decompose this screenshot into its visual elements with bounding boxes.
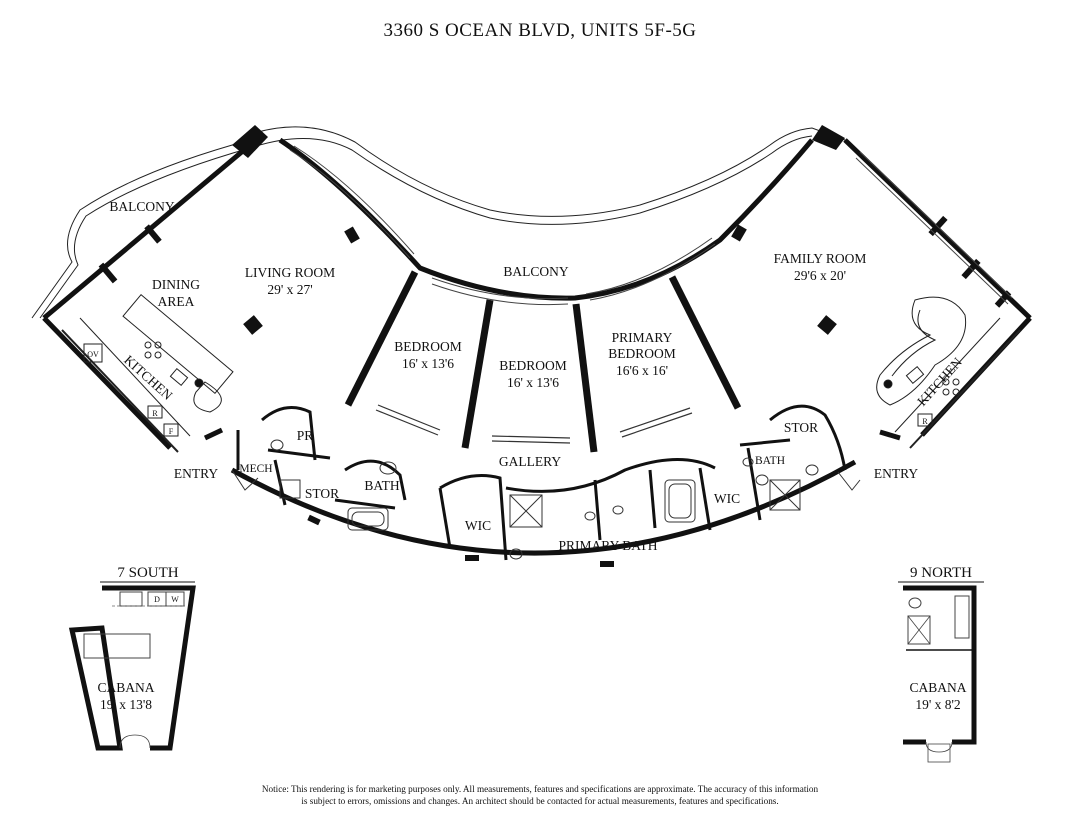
family-room-dim: 29'6 x 20' <box>794 268 846 283</box>
cabana-north-name: CABANA <box>909 680 966 695</box>
service-walls <box>236 404 847 561</box>
wic-left-label: WIC <box>465 518 491 533</box>
bedroom1-dim: 16' x 13'6 <box>402 356 454 371</box>
bedroom2-dim: 16' x 13'6 <box>507 375 559 390</box>
bath-left-label: BATH <box>364 478 400 493</box>
balcony-outline <box>31 126 1031 319</box>
cabana-north-heading: 9 NORTH <box>910 565 972 581</box>
plan-title: 3360 S OCEAN BLVD, UNITS 5F-5G <box>383 20 697 41</box>
freezer-left-label: F <box>169 427 174 436</box>
balcony-left-label: BALCONY <box>109 199 175 214</box>
notice-line-2: is subject to errors, omissions and chan… <box>301 796 779 806</box>
dining-label-2: AREA <box>158 294 195 309</box>
fridge-right-label: R <box>922 417 928 426</box>
primary-bath-label: PRIMARY BATH <box>559 538 658 553</box>
stor-left-label: STOR <box>305 486 339 501</box>
cabana-south-dryer: D <box>154 595 160 604</box>
primary-bedroom-label-2: BEDROOM <box>608 346 676 361</box>
fixtures <box>231 439 861 560</box>
living-room-label: LIVING ROOM <box>245 265 335 280</box>
cabana-south-dim: 19' x 13'8 <box>100 697 152 712</box>
primary-bedroom-label-1: PRIMARY <box>612 330 673 345</box>
oven-label: OV <box>87 350 99 359</box>
mech-label: MECH <box>239 463 272 475</box>
powder-room-label: PR <box>297 428 314 443</box>
gallery-label: GALLERY <box>499 454 561 469</box>
closet-rails <box>375 404 693 444</box>
living-room-dim: 29' x 27' <box>267 282 312 297</box>
wic-right-label: WIC <box>714 491 740 506</box>
windows <box>289 145 1013 306</box>
wall-pieces <box>98 125 1012 567</box>
bedroom-walls <box>344 270 742 453</box>
primary-bedroom-dim: 16'6 x 16' <box>616 363 668 378</box>
entry-left-label: ENTRY <box>174 466 219 481</box>
cabana-south-name: CABANA <box>97 680 154 695</box>
family-room-label: FAMILY ROOM <box>774 251 867 266</box>
dining-label-1: DINING <box>152 277 200 292</box>
cabana-7-south: 7 SOUTH D W CABANA 19' x 13'8 <box>68 565 196 751</box>
kitchen-left <box>61 294 234 453</box>
entry-right-label: ENTRY <box>874 466 919 481</box>
cabana-south-heading: 7 SOUTH <box>117 565 178 581</box>
room-labels: BALCONY BALCONY DINING AREA LIVING ROOM … <box>87 199 965 553</box>
disclaimer-notice: Notice: This rendering is for marketing … <box>180 783 900 807</box>
notice-line-1: Notice: This rendering is for marketing … <box>261 784 819 794</box>
kitchen-left-label: KITCHEN <box>121 352 175 403</box>
fridge-left-label: R <box>152 409 158 418</box>
stor-right-label: STOR <box>784 420 818 435</box>
bath-right-label: BATH <box>755 455 785 467</box>
bedroom2-label: BEDROOM <box>499 358 567 373</box>
kitchen-right <box>876 296 1021 449</box>
cabana-9-north: 9 NORTH CABANA 19' x 8'2 <box>898 565 984 763</box>
cabana-south-washer: W <box>171 595 179 604</box>
bedroom1-label: BEDROOM <box>394 339 462 354</box>
cabana-north-dim: 19' x 8'2 <box>915 697 960 712</box>
balcony-center-label: BALCONY <box>503 264 569 279</box>
